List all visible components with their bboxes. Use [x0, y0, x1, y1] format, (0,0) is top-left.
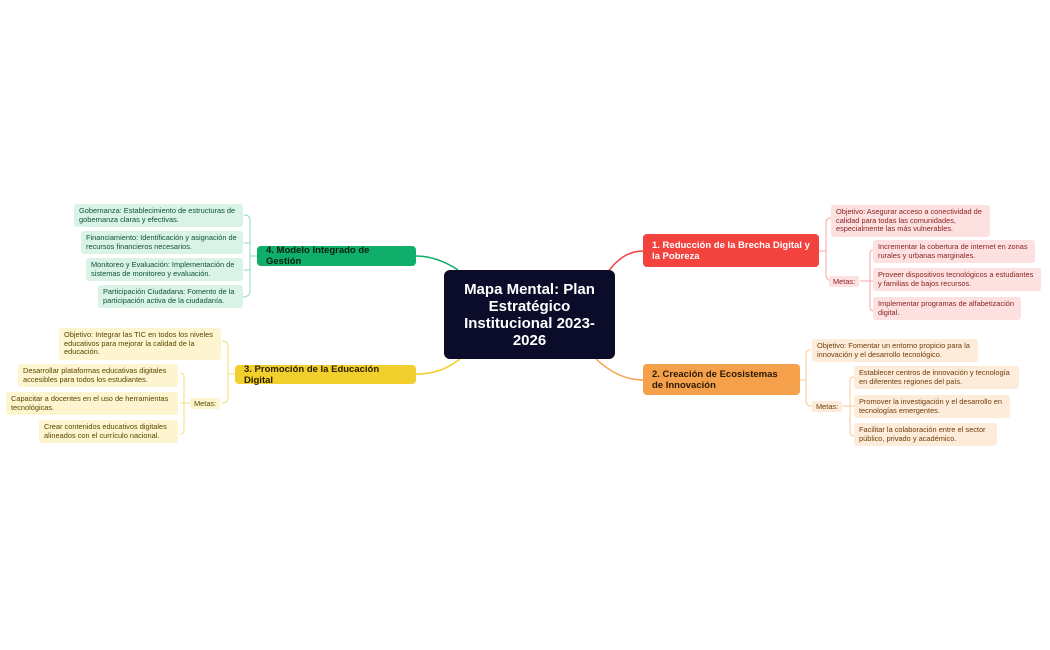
branch-1-meta-1[interactable]: Incrementar la cobertura de internet en … — [873, 240, 1035, 263]
branch-2-meta-3[interactable]: Facilitar la colaboración entre el secto… — [854, 423, 997, 446]
connector-central-b1 — [607, 250, 644, 273]
branch-3-meta-1[interactable]: Desarrollar plataformas educativas digit… — [18, 364, 178, 387]
branch-4-item-gobernanza[interactable]: Gobernanza: Establecimiento de estructur… — [74, 204, 243, 227]
branch-2-meta-2[interactable]: Promover la investigación y el desarroll… — [854, 395, 1010, 418]
branch-2-topic[interactable]: 2. Creación de Ecosistemas de Innovación — [643, 364, 800, 395]
branch-3-objetivo[interactable]: Objetivo: Integrar las TIC en todos los … — [59, 328, 221, 360]
branch-1-meta-2[interactable]: Proveer dispositivos tecnológicos a estu… — [873, 268, 1041, 291]
central-topic[interactable]: Mapa Mental: Plan Estratégico Institucio… — [444, 270, 615, 359]
branch-2-objetivo[interactable]: Objetivo: Fomentar un entorno propicio p… — [812, 339, 978, 362]
branch-1-objetivo[interactable]: Objetivo: Asegurar acceso a conectividad… — [831, 205, 990, 237]
branch-1-meta-3[interactable]: Implementar programas de alfabetización … — [873, 297, 1021, 320]
branch-4-item-monitoreo[interactable]: Monitoreo y Evaluación: Implementación d… — [86, 258, 243, 281]
branch-1-topic[interactable]: 1. Reducción de la Brecha Digital y la P… — [643, 234, 819, 267]
connector-b2-metas — [841, 376, 855, 437]
branch-3-topic[interactable]: 3. Promoción de la Educación Digital — [235, 364, 416, 386]
branch-4-item-financiamiento[interactable]: Financiamiento: Identificación y asignac… — [81, 231, 243, 254]
branch-1-metas-label[interactable]: Metas: — [829, 276, 860, 287]
branch-2-meta-1[interactable]: Establecer centros de innovación y tecno… — [854, 366, 1019, 389]
connector-central-b2 — [595, 358, 644, 381]
branch-3-metas-label[interactable]: Metas: — [190, 398, 221, 409]
branch-2-metas-label[interactable]: Metas: — [812, 401, 843, 412]
branch-4-item-participacion[interactable]: Participación Ciudadana: Fomento de la p… — [98, 285, 243, 308]
connector-central-b4 — [415, 255, 459, 271]
branch-4-topic[interactable]: 4. Modelo Integrado de Gestión — [257, 245, 416, 267]
connector-central-b3 — [415, 358, 461, 375]
connector-b3-tree — [221, 340, 235, 404]
branch-3-meta-3[interactable]: Crear contenidos educativos digitales al… — [39, 420, 178, 443]
connector-b2-tree — [800, 349, 813, 407]
connector-b4-tree — [242, 214, 257, 298]
connector-b1-metas — [860, 249, 875, 312]
connector-b3-metas — [179, 372, 192, 435]
branch-3-meta-2[interactable]: Capacitar a docentes en el uso de herram… — [6, 392, 178, 415]
